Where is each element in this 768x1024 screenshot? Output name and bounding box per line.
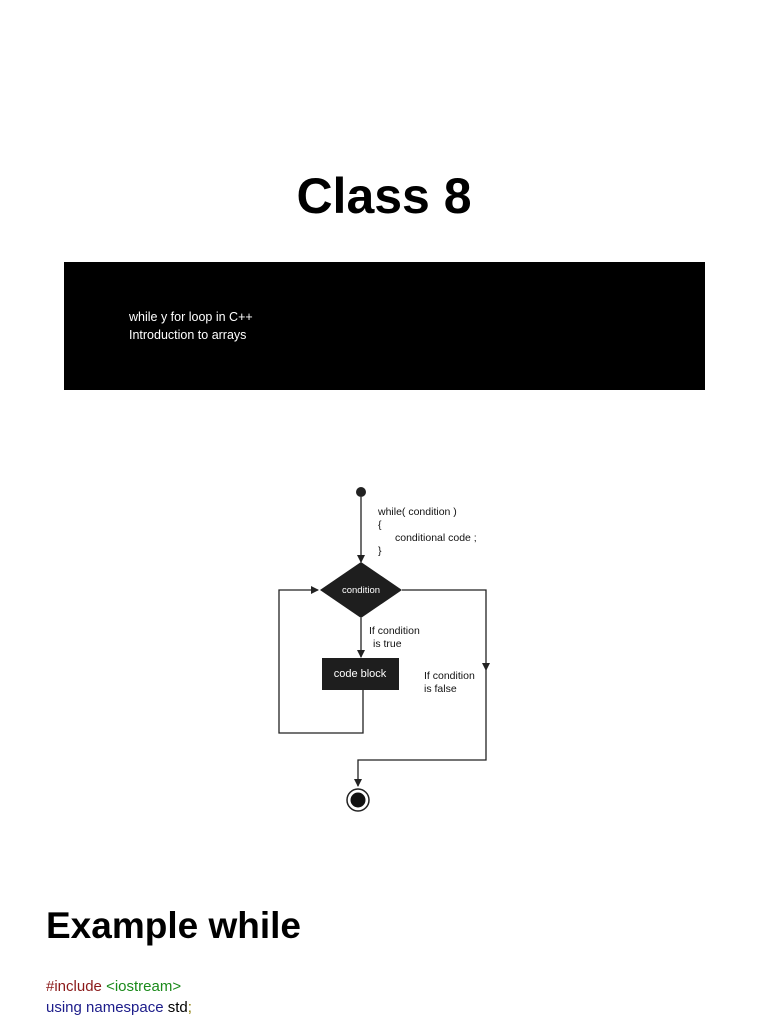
code-header: <iostream> bbox=[106, 978, 182, 995]
syntax-line: while( condition ) bbox=[377, 506, 457, 518]
code-keyword: using bbox=[46, 999, 82, 1016]
decision-diamond bbox=[320, 562, 402, 618]
syntax-line: { bbox=[378, 519, 382, 531]
page-title: Class 8 bbox=[296, 168, 472, 224]
code-directive: #include bbox=[46, 978, 102, 995]
code-keyword: namespace bbox=[86, 999, 164, 1016]
section-heading: Example while bbox=[46, 905, 301, 946]
false-branch-path bbox=[402, 589, 490, 671]
code-snippet: #include <iostream> using namespace std; bbox=[46, 976, 192, 1018]
process-box bbox=[322, 658, 399, 690]
code-line: #include <iostream> bbox=[46, 976, 192, 997]
syntax-line: conditional code ; bbox=[395, 532, 477, 544]
end-node bbox=[350, 792, 366, 808]
start-node bbox=[356, 487, 366, 497]
topic-item: Introduction to arrays bbox=[129, 328, 247, 342]
code-identifier: std bbox=[167, 999, 188, 1016]
false-branch-label: If condition bbox=[424, 670, 475, 682]
topics-list: while y for loop in C++ Introduction to … bbox=[129, 308, 253, 344]
true-branch-label: If condition bbox=[369, 625, 420, 637]
topic-item: while y for loop in C++ bbox=[129, 310, 253, 324]
code-punctuation: ; bbox=[187, 999, 192, 1016]
decision-label: condition bbox=[342, 585, 380, 596]
code-line: using namespace std; bbox=[46, 997, 192, 1018]
exit-path bbox=[354, 670, 487, 787]
false-branch-label: is false bbox=[424, 683, 457, 695]
topics-banner: while y for loop in C++ Introduction to … bbox=[64, 262, 705, 390]
process-label: code block bbox=[334, 668, 387, 680]
syntax-line: } bbox=[378, 545, 382, 557]
true-branch-label: is true bbox=[373, 638, 402, 650]
loop-back-path bbox=[278, 586, 364, 734]
